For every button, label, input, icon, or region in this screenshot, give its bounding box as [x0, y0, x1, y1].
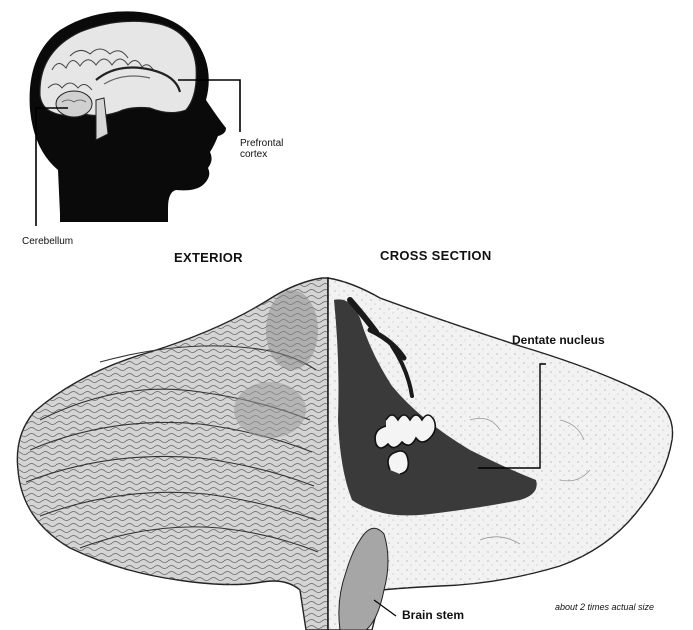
- exterior-heading: EXTERIOR: [174, 250, 243, 265]
- prefrontal-label-line2: cortex: [240, 149, 267, 160]
- prefrontal-label-line1: Prefrontal: [240, 138, 283, 149]
- cross-section-heading: CROSS SECTION: [380, 248, 492, 263]
- scale-caption: about 2 times actual size: [555, 602, 654, 612]
- dentate-nucleus-label: Dentate nucleus: [512, 333, 605, 347]
- brain-stem-label: Brain stem: [402, 608, 464, 622]
- cerebellum-shape: [56, 91, 92, 117]
- cerebellum-label: Cerebellum: [22, 236, 73, 247]
- cerebellum-exterior: [17, 278, 328, 630]
- prefrontal-label: Prefrontal cortex: [240, 138, 283, 160]
- cerebellum-cross-section: [328, 278, 673, 630]
